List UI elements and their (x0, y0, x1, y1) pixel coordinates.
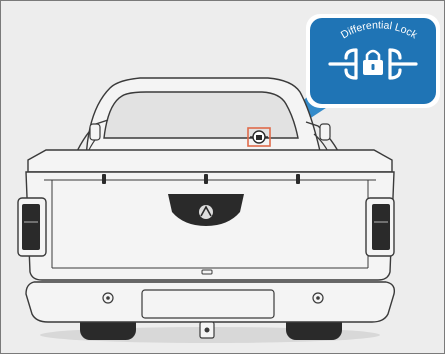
tailgate (26, 172, 394, 280)
bed-rail (28, 150, 392, 172)
right-mirror (320, 124, 330, 140)
left-mirror (90, 124, 100, 140)
rear-window (104, 92, 298, 138)
tow-hitch (200, 322, 214, 338)
brand-logo-icon (199, 205, 213, 219)
left-tail-light (18, 198, 46, 256)
rear-bumper (26, 282, 394, 322)
tailgate-latch (202, 270, 212, 274)
right-tail-light (366, 198, 394, 256)
